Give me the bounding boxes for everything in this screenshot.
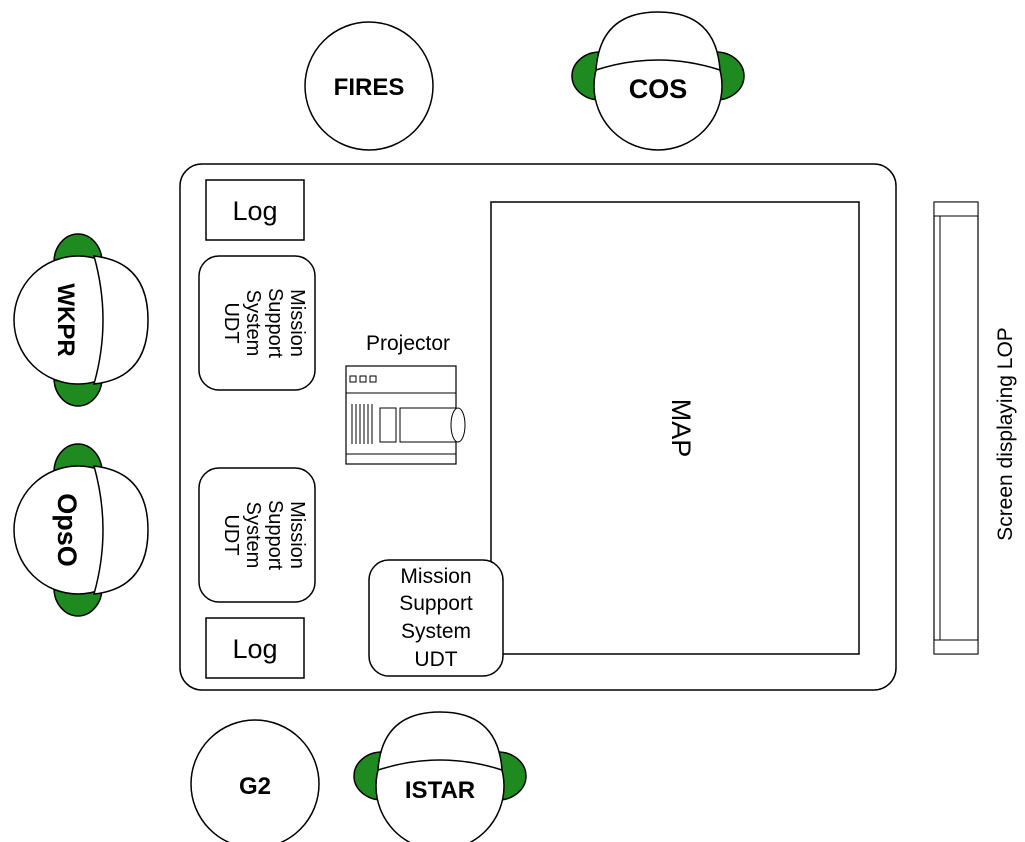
mss-udt-left-2 <box>198 467 316 603</box>
mss-line: System <box>401 620 471 643</box>
map-label: MAP <box>666 399 696 458</box>
person-cos-label: COS <box>629 74 688 104</box>
map <box>490 201 860 655</box>
projector-icon <box>345 365 466 465</box>
mss-udt-left-1-text: Mission Support System UDT <box>220 288 308 358</box>
mss-line: Mission <box>286 289 308 357</box>
log-box-bottom <box>205 617 305 679</box>
mss-line: Support <box>399 592 473 615</box>
log-label-bottom: Log <box>232 634 277 664</box>
person-opso: OpsO <box>13 443 149 617</box>
mss-udt-left-1 <box>198 255 316 391</box>
mss-line: UDT <box>220 514 242 555</box>
person-wkpr-label: WKPR <box>52 283 79 356</box>
mss-line: Support <box>264 288 286 358</box>
projector-label: Projector <box>366 332 450 355</box>
person-istar-label: ISTAR <box>405 777 475 804</box>
person-g2-label: G2 <box>239 773 271 800</box>
log-label-top: Log <box>232 196 277 226</box>
mss-udt-bottom <box>368 559 504 677</box>
person-istar: ISTAR <box>353 711 527 842</box>
mss-line: System <box>242 290 264 357</box>
screen-label: Screen displaying LOP <box>994 327 1017 541</box>
person-wkpr: WKPR <box>13 233 149 407</box>
person-fires: FIRES <box>304 21 434 151</box>
mss-udt-left-2-text: Mission Support System UDT <box>220 500 308 570</box>
mss-line: Support <box>264 500 286 570</box>
mss-line: Mission <box>400 565 471 588</box>
person-fires-label: FIRES <box>334 74 405 101</box>
person-g2: G2 <box>190 719 320 842</box>
screen <box>933 201 979 655</box>
mss-line: UDT <box>414 648 457 671</box>
mss-line: UDT <box>220 302 242 343</box>
mss-line: System <box>242 502 264 569</box>
person-opso-label: OpsO <box>52 493 82 567</box>
mss-line: Mission <box>286 501 308 569</box>
person-cos: COS <box>571 11 745 151</box>
log-box-top <box>205 179 305 241</box>
mss-udt-bottom-text: Mission Support System UDT <box>399 565 473 671</box>
